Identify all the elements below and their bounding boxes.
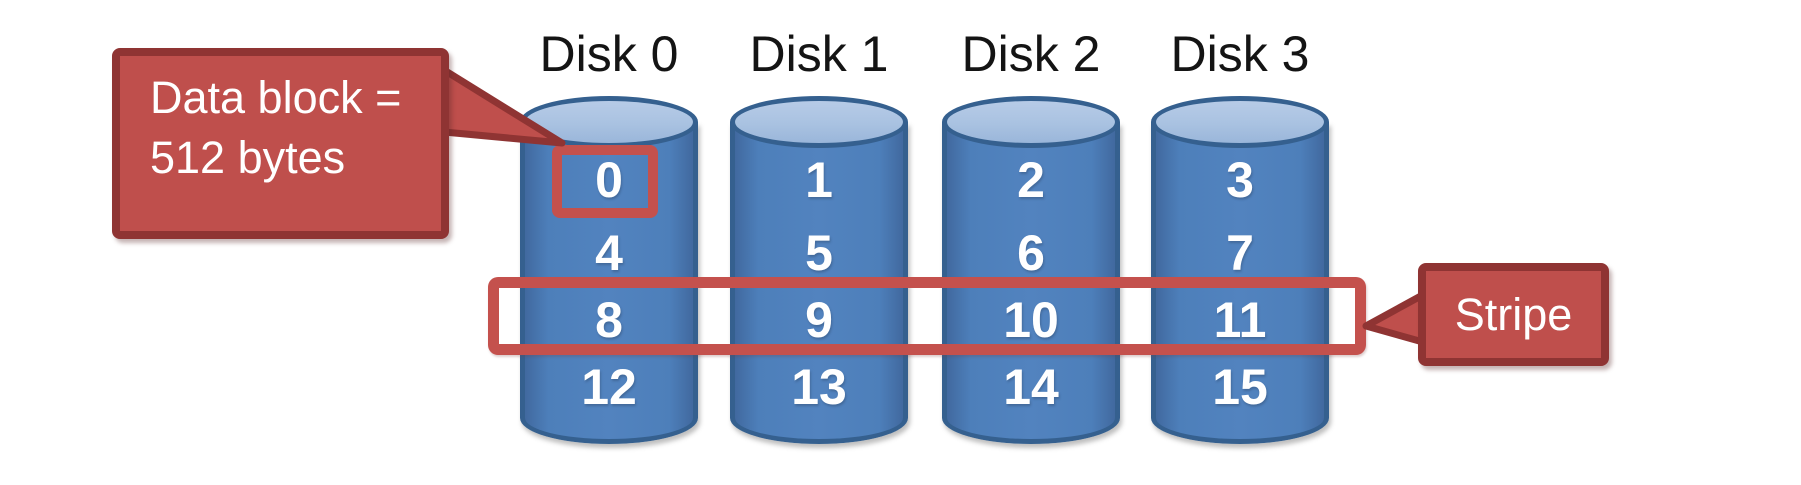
disk-column-3: Disk 3 3 7 11 15	[1151, 28, 1329, 444]
disk-0-label: Disk 0	[539, 26, 679, 82]
disk-0-cylinder-top	[520, 96, 698, 148]
disk-2-block-14: 14	[1003, 359, 1059, 415]
disk-column-2: Disk 2 2 6 10 14	[942, 28, 1120, 444]
disk-3-block-7: 7	[1226, 225, 1254, 281]
disk-1-block-9: 9	[805, 292, 833, 348]
data-block-callout-line1: Data block =	[150, 72, 402, 123]
disk-1-label: Disk 1	[749, 26, 889, 82]
stripe-callout: Stripe	[1418, 263, 1609, 366]
disk-0-block-0: 0	[595, 152, 623, 208]
disk-column-1: Disk 1 1 5 9 13	[730, 28, 908, 444]
disk-0-block-4: 4	[595, 225, 623, 281]
disk-3-block-3: 3	[1226, 152, 1254, 208]
stripe-callout-label: Stripe	[1454, 288, 1573, 340]
disk-1-block-5: 5	[805, 225, 833, 281]
disk-1-block-13: 13	[791, 359, 847, 415]
disk-2-cylinder: 2 6 10 14	[942, 96, 1120, 444]
disk-2-block-2: 2	[1017, 152, 1045, 208]
disk-1-cylinder: 1 5 9 13	[730, 96, 908, 444]
data-block-callout: Data block = 512 bytes	[112, 48, 449, 239]
data-block-callout-line2: 512 bytes	[150, 132, 346, 183]
disk-3-block-11: 11	[1213, 292, 1267, 348]
disk-2-cylinder-top	[942, 96, 1120, 148]
disk-3-block-15: 15	[1212, 359, 1268, 415]
disk-0-block-12: 12	[581, 359, 637, 415]
disk-3-cylinder-top	[1151, 96, 1329, 148]
disk-3-cylinder: 3 7 11 15	[1151, 96, 1329, 444]
disk-2-block-6: 6	[1017, 225, 1045, 281]
data-block-highlight-rectangle	[552, 145, 658, 218]
disk-2-block-10: 10	[1003, 292, 1059, 348]
stripe-highlight-rectangle	[488, 277, 1366, 355]
disk-column-0: Disk 0 0 4 8 12	[520, 28, 698, 444]
disk-3-label: Disk 3	[1170, 26, 1310, 82]
disk-1-block-1: 1	[805, 152, 833, 208]
disk-0-block-8: 8	[595, 292, 623, 348]
disk-1-cylinder-top	[730, 96, 908, 148]
disk-2-label: Disk 2	[961, 26, 1101, 82]
